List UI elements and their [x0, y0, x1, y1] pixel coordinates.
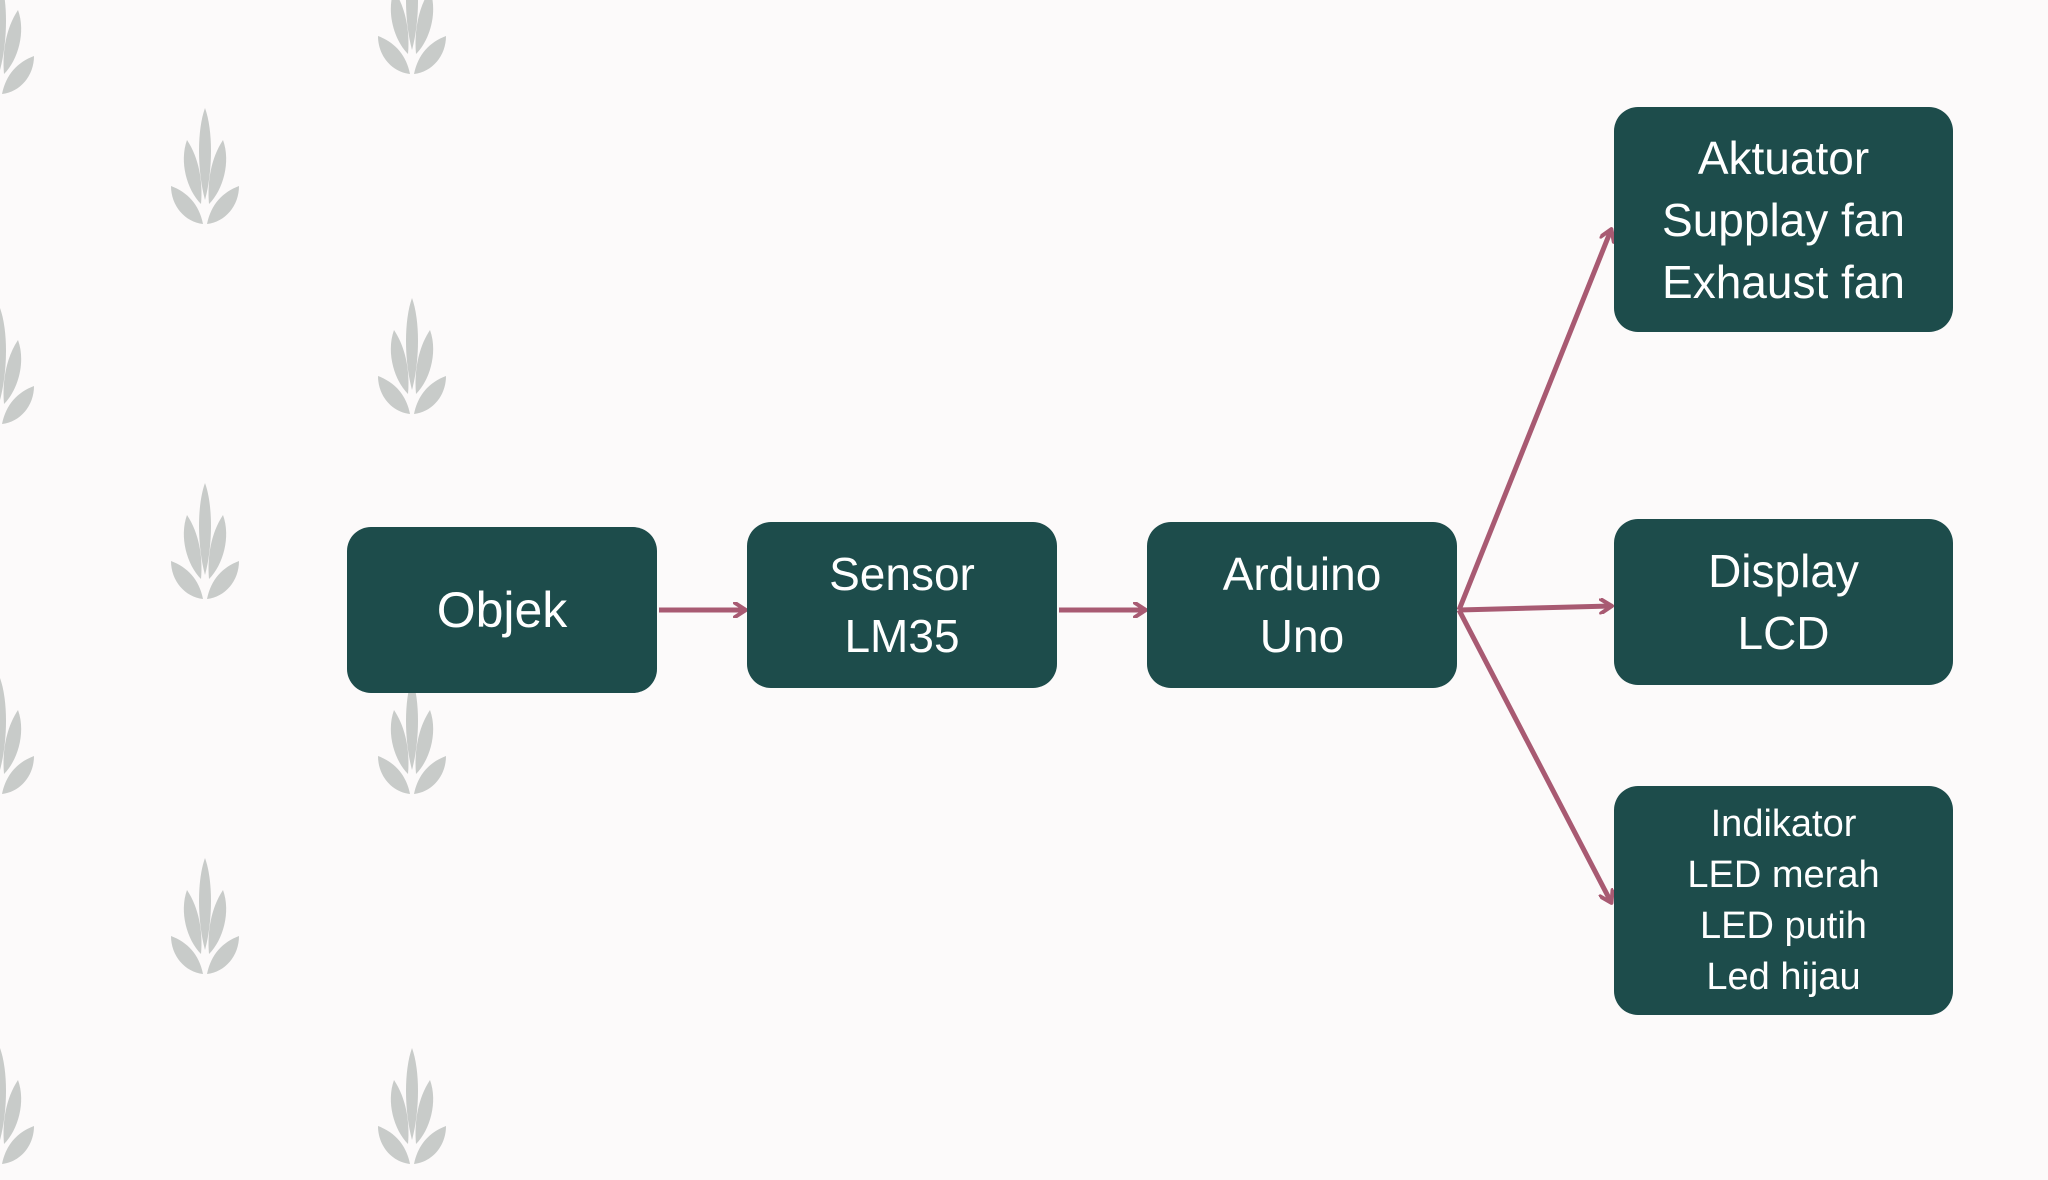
- node-sensor-line-2: LM35: [844, 610, 960, 662]
- connector-layer: [659, 0, 2048, 1152]
- leaf-sprig-icon: [0, 0, 34, 94]
- node-aktuator-line-2: Supplay fan: [1662, 193, 1905, 246]
- arrow-arduino-to-aktuator: [1456, 230, 1611, 611]
- leaf-sprig-icon: [171, 108, 239, 224]
- leaf-sprig-icon: [171, 858, 239, 974]
- node-aktuator-line-1: Aktuator: [1697, 131, 1870, 184]
- node-indikator-line-3: LED putih: [1700, 904, 1867, 947]
- leaf-sprig-icon: [171, 483, 239, 599]
- node-indikator-line-1: Indikator: [1710, 802, 1857, 845]
- leaf-sprig-icon: [0, 308, 34, 424]
- node-arduino: Arduino Uno: [1147, 522, 1457, 688]
- node-arduino-line-2: Uno: [1259, 610, 1345, 662]
- node-indikator-line-4: Led hijau: [1706, 955, 1861, 998]
- node-sensor: Sensor LM35: [747, 522, 1057, 688]
- node-indikator: Indikator LED merah LED putih Led hijau: [1614, 786, 1953, 1015]
- arrow-arduino-to-display: [1458, 606, 1611, 610]
- leaf-sprig-icon: [378, 678, 446, 794]
- node-display-line-2: LCD: [1737, 607, 1830, 659]
- node-aktuator-line-3: Exhaust fan: [1662, 255, 1905, 308]
- node-arduino-line-1: Arduino: [1222, 548, 1382, 600]
- node-objek-label: Objek: [436, 582, 568, 638]
- arrow-arduino-to-indikator: [1456, 608, 1611, 902]
- node-display-line-1: Display: [1708, 545, 1859, 597]
- node-objek: Objek: [347, 527, 657, 693]
- leaf-sprig-icon: [378, 0, 446, 74]
- node-aktuator: Aktuator Supplay fan Exhaust fan: [1614, 107, 1953, 332]
- node-indikator-line-2: LED merah: [1687, 853, 1880, 896]
- leaf-sprig-icon: [0, 678, 34, 794]
- leaf-sprig-icon: [378, 298, 446, 414]
- node-display: Display LCD: [1614, 519, 1953, 685]
- node-sensor-line-1: Sensor: [829, 548, 975, 600]
